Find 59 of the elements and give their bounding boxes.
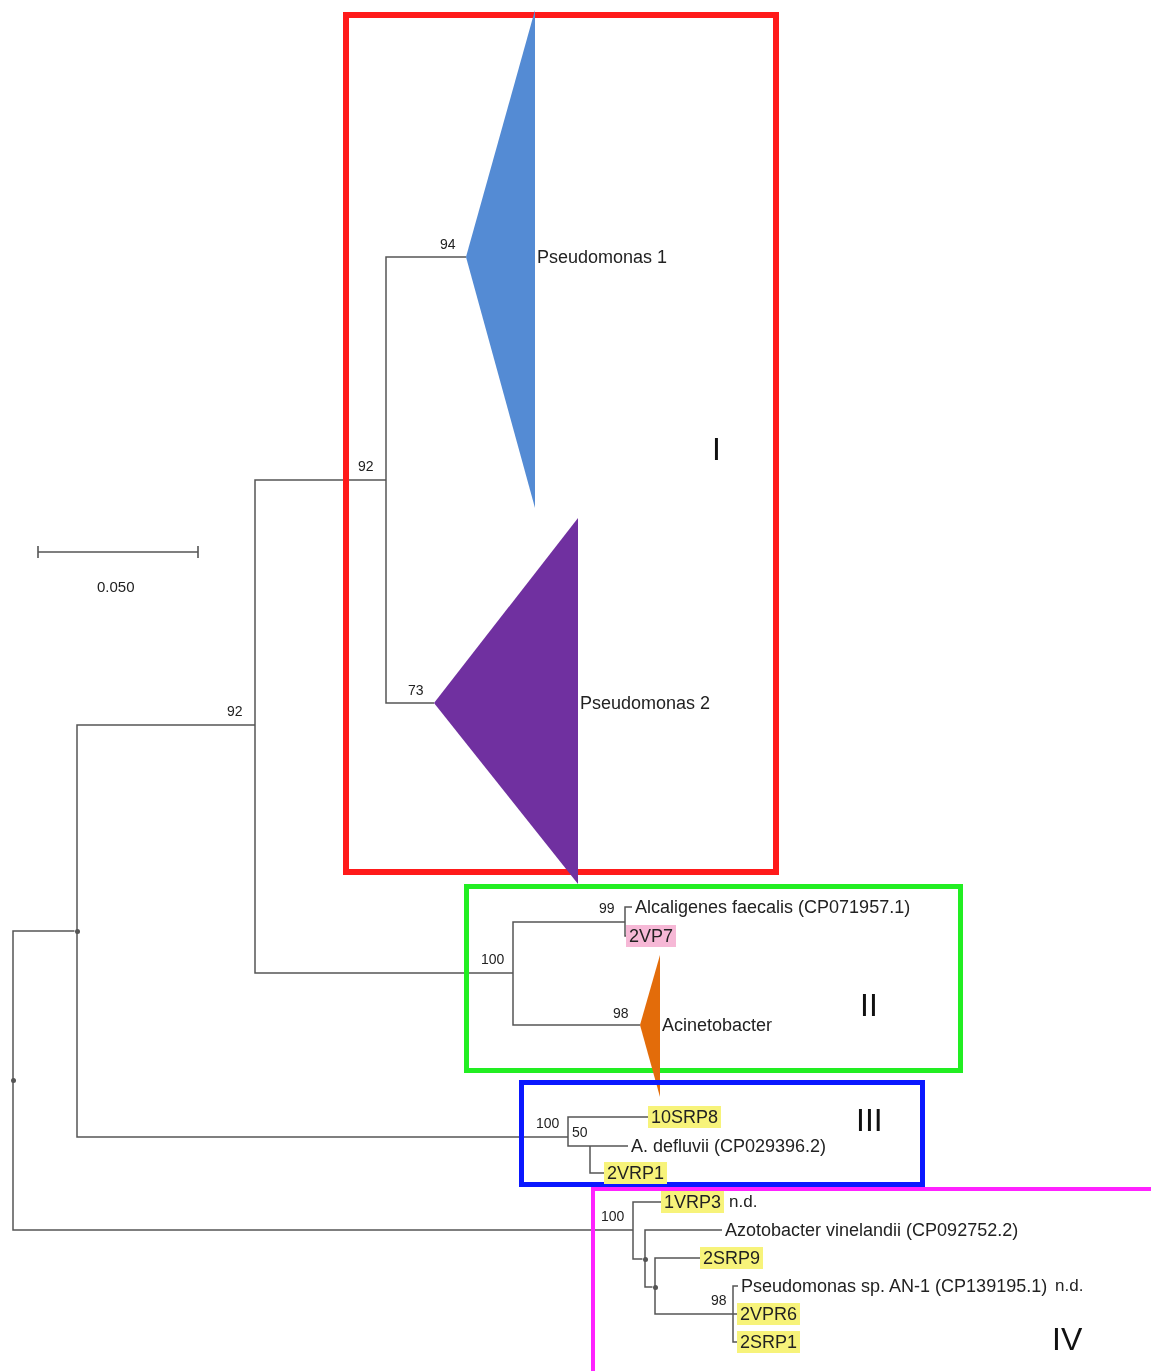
- note: n.d.: [728, 1191, 759, 1213]
- clade-label: II: [860, 988, 878, 1022]
- branch-point: [10, 1077, 16, 1083]
- tree-branch: [567, 1136, 591, 1147]
- taxon-label: Pseudomonas sp. AN-1 (CP139195.1): [738, 1275, 1051, 1297]
- highlighted-isolate-label: 2SRP9: [700, 1247, 764, 1269]
- taxon-label: Acinetobacter: [662, 1014, 773, 1036]
- clade-label: IV: [1052, 1322, 1083, 1356]
- tree-branch: [254, 479, 387, 726]
- tree-branch: [624, 921, 627, 937]
- bootstrap-value: 98: [613, 1005, 629, 1021]
- clade-box: [519, 1080, 925, 1187]
- tree-branch: [12, 930, 76, 1081]
- bootstrap-value: 100: [481, 951, 513, 973]
- taxon-label: Pseudomonas 1: [537, 246, 668, 268]
- highlighted-isolate-label: 2VPR6: [737, 1303, 801, 1325]
- tree-branch: [385, 479, 435, 704]
- bootstrap-value: 50: [572, 1124, 590, 1146]
- highlighted-isolate-label: 1VRP3: [661, 1191, 725, 1213]
- tree-branch: [567, 1116, 649, 1138]
- branch-point: [74, 928, 80, 934]
- taxon-label: Pseudomonas 2: [580, 692, 711, 714]
- scale-label: 0.050: [97, 579, 135, 595]
- tree-branch: [732, 1313, 738, 1315]
- tree-branch: [589, 1145, 629, 1147]
- tree-branch: [385, 256, 467, 481]
- tree-branch: [254, 724, 514, 974]
- highlighted-isolate-label: 2SRP1: [737, 1331, 801, 1353]
- branch-point: [642, 1256, 648, 1262]
- tree-branch: [632, 1229, 644, 1260]
- bootstrap-value: 92: [227, 703, 255, 725]
- tree-branch: [624, 906, 633, 923]
- bootstrap-value: 98: [711, 1292, 733, 1314]
- tree-branch: [76, 724, 256, 932]
- bootstrap-value: 92: [358, 458, 386, 480]
- bootstrap-value: 100: [536, 1115, 568, 1137]
- tree-branch: [512, 921, 626, 974]
- clade-label: I: [712, 432, 721, 466]
- branch-point: [652, 1284, 658, 1290]
- highlighted-isolate-label: 2VP7: [626, 925, 677, 947]
- bootstrap-value: 73: [408, 682, 424, 698]
- note: n.d.: [1054, 1275, 1085, 1297]
- tree-branch: [654, 1257, 701, 1288]
- clade-box: [591, 1187, 1151, 1371]
- bootstrap-value: 100: [601, 1208, 633, 1230]
- highlighted-isolate-label: 10SRP8: [648, 1106, 722, 1128]
- tree-branch: [512, 972, 641, 1026]
- bootstrap-value: 94: [440, 236, 456, 252]
- taxon-label: Azotobacter vinelandii (CP092752.2): [722, 1219, 1022, 1241]
- tree-branch: [732, 1313, 738, 1343]
- tree-branch: [632, 1201, 662, 1231]
- tree-branch: [589, 1145, 605, 1174]
- tree-branch: [732, 1285, 739, 1315]
- tree-branch: [644, 1229, 723, 1260]
- clade-label: III: [856, 1103, 883, 1137]
- highlighted-isolate-label: 2VRP1: [604, 1162, 668, 1184]
- bootstrap-value: 99: [599, 900, 625, 922]
- taxon-label: Alcaligenes faecalis (CP071957.1): [632, 896, 914, 918]
- taxon-label: A. defluvii (CP029396.2): [628, 1135, 830, 1157]
